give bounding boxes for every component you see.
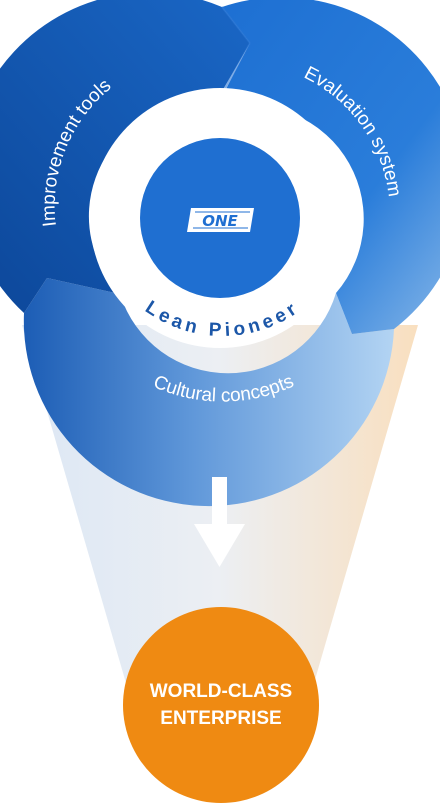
down-arrow-icon: [194, 477, 245, 567]
outcome-line-2: ENTERPRISE: [160, 708, 281, 729]
logo-text: ONE: [202, 212, 238, 230]
cycle-ring: [0, 0, 440, 507]
one-logo-icon: ONE: [187, 208, 254, 232]
improvement-tools-segment: [0, 0, 250, 313]
cultural-concepts-segment: [23, 278, 394, 507]
evaluation-system-segment: [214, 0, 440, 334]
outcome-line-1: WORLD-CLASS: [150, 681, 292, 702]
world-class-enterprise-circle: [123, 607, 319, 803]
